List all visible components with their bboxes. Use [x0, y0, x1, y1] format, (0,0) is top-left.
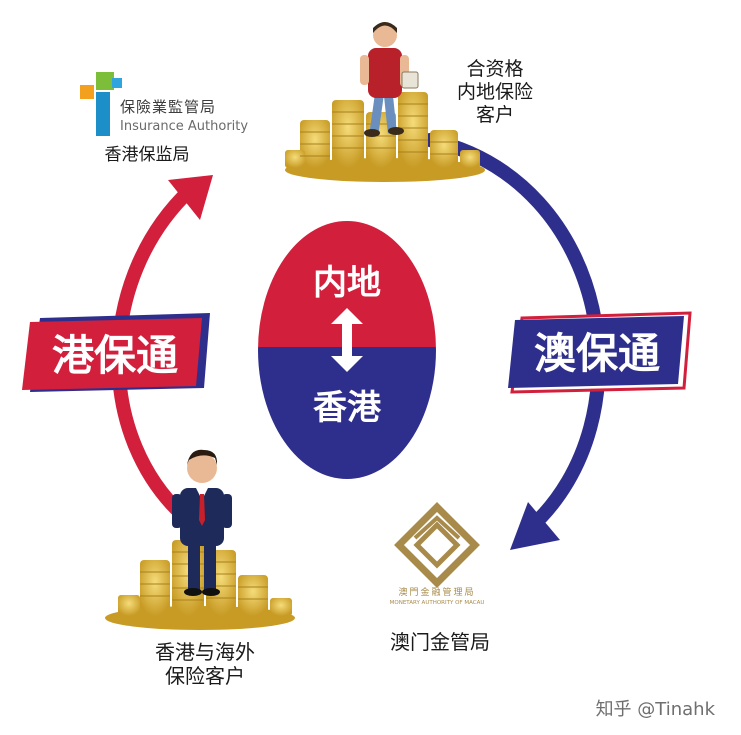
- hk-clients-caption: 香港与海外 保险客户: [140, 640, 270, 688]
- mainland-clients-line3: 客户: [475, 103, 514, 126]
- mainland-clients-line1: 合资格: [466, 58, 524, 80]
- mainland-clients-line2: 内地保险: [456, 80, 533, 103]
- top-coin-pile: [285, 92, 485, 182]
- center-bottom-label: 香港: [313, 388, 381, 428]
- hk-clients-line2: 保险客户: [165, 664, 245, 688]
- watermark: 知乎 @Tinahk: [595, 699, 715, 720]
- insurance-authority-wordmark: 保險業監管局 Insurance Authority: [120, 96, 248, 134]
- macau-regulator-caption: 澳门金管局: [390, 630, 490, 654]
- double-arrow-icon: [331, 308, 363, 372]
- bottom-coin-pile: [105, 540, 295, 630]
- center-top-label: 内地: [313, 263, 381, 303]
- right-flow-arrow: [423, 133, 606, 550]
- left-banner: [22, 313, 210, 392]
- hk-clients-line1: 香港与海外: [155, 640, 255, 664]
- right-bridge-label: 澳保通: [533, 329, 660, 378]
- macau-authority-logo: [394, 502, 480, 588]
- right-banner: [508, 311, 692, 394]
- macau-authority-en: MONETARY AUTHORITY OF MACAU: [389, 600, 485, 606]
- center-oval: [256, 219, 438, 481]
- insurance-authority-en: Insurance Authority: [120, 119, 249, 134]
- left-bridge-label: 港保通: [51, 331, 178, 380]
- hk-regulator-caption: 香港保监局: [104, 145, 190, 165]
- mainland-client-figure: [360, 22, 419, 137]
- mainland-clients-caption: 合资格 内地保险 客户: [440, 58, 550, 126]
- insurance-authority-cn: 保險業監管局: [120, 98, 217, 116]
- hk-client-figure: [172, 449, 232, 596]
- macau-authority-cn: 澳門金融管理局: [398, 588, 476, 598]
- insurance-authority-logo: [80, 72, 122, 136]
